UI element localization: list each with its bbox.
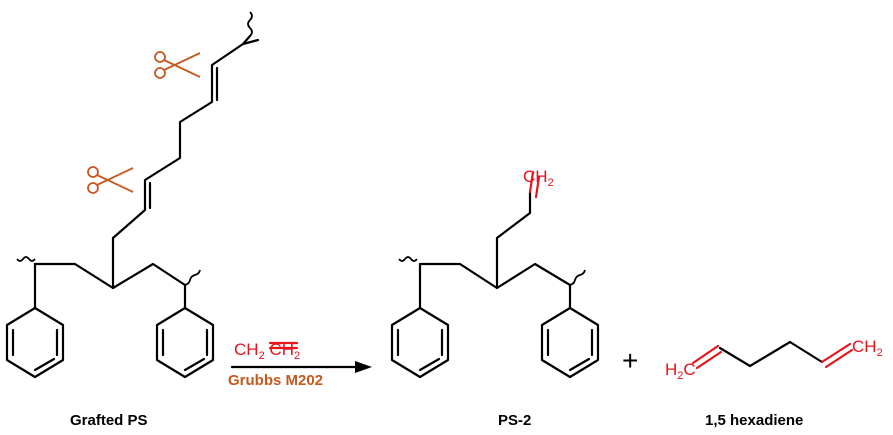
scissors-icon <box>154 51 201 79</box>
phenyl-ring <box>5 306 65 379</box>
plus-sign: + <box>622 345 638 376</box>
wavy-bond <box>247 11 253 37</box>
ethylene-reagent: CH2 CH2 <box>234 340 300 362</box>
scissors-icon <box>87 166 134 194</box>
hexadiene-right-ch2: CH2 <box>852 337 883 359</box>
wavy-bond <box>398 256 418 262</box>
reaction-arrow-group: CH2 CH2 Grubbs M202 <box>228 340 372 389</box>
wavy-bond <box>16 256 36 262</box>
wavy-bond <box>569 269 586 286</box>
catalyst-label: Grubbs M202 <box>228 372 323 389</box>
backbone <box>33 262 187 290</box>
graft-chain <box>111 38 260 240</box>
backbone <box>418 262 572 290</box>
hexadiene-structure: H2C CH2 1,5 hexadiene <box>665 337 883 429</box>
ps2-label: PS-2 <box>498 412 531 429</box>
phenyl-ring <box>540 306 600 379</box>
grafted-ps-structure: Grafted PS <box>5 11 260 429</box>
terminal-ch2: CH2 <box>523 167 554 189</box>
wavy-bond <box>184 269 201 286</box>
hexadiene-left-ch2: H2C <box>665 360 696 382</box>
ps2-structure: CH2 PS-2 <box>390 167 600 429</box>
phenyl-ring <box>390 306 450 379</box>
grafted-ps-label: Grafted PS <box>70 412 148 429</box>
arrow-head <box>355 361 372 373</box>
hexadiene-chain <box>718 340 824 368</box>
hexadiene-label: 1,5 hexadiene <box>705 412 803 429</box>
phenyl-ring <box>155 306 215 379</box>
allyl-chain <box>495 190 532 240</box>
